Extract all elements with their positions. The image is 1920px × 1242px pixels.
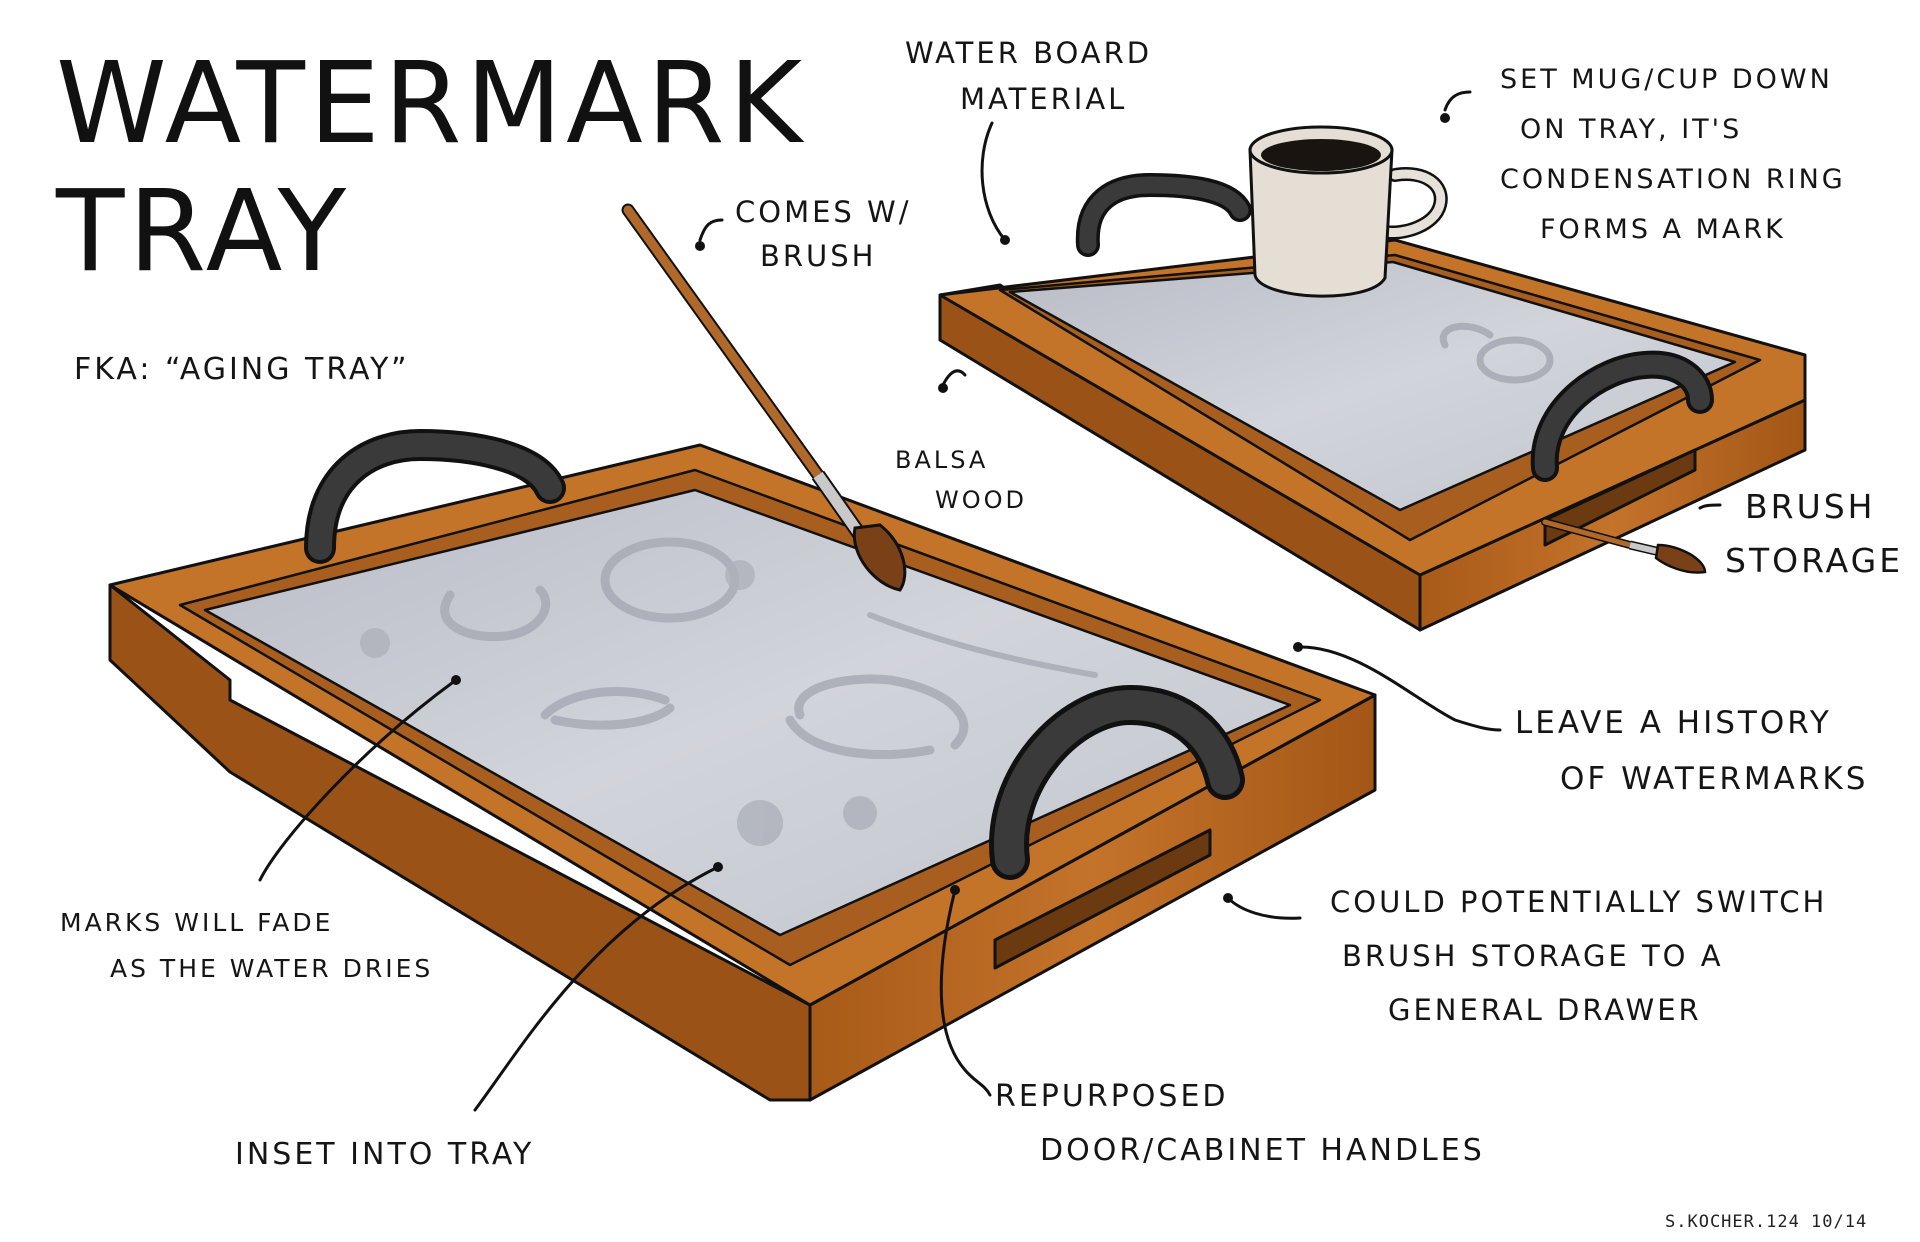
annotation-line: BALSA: [895, 446, 989, 474]
annotation-handles: REPURPOSED DOOR/CABINET HANDLES: [995, 1070, 1485, 1178]
annotation-comes-brush: COMES W/ BRUSH: [735, 190, 912, 278]
subtitle: FKA: “AGING TRAY”: [74, 352, 410, 387]
artist-signature: S.KOCHER.124 10/14: [1665, 1212, 1868, 1232]
title-line-1: WATERMARK: [56, 39, 807, 169]
annotation-line: GENERAL DRAWER: [1388, 993, 1702, 1027]
small-tray-drawer-slot: [1543, 448, 1697, 547]
page-title: WATERMARK TRAY: [56, 40, 806, 296]
annotation-line: BRUSH STORAGE TO A: [1342, 939, 1724, 973]
annotation-line: FORMS A MARK: [1540, 214, 1786, 245]
title-line-2: TRAY: [56, 167, 351, 297]
annotation-line: BRUSH: [760, 239, 877, 273]
annotation-balsa: BALSA WOOD: [895, 440, 1027, 520]
annotation-line: SET MUG/CUP DOWN: [1500, 64, 1833, 95]
large-tray-drawer-slot: [993, 828, 1212, 970]
small-tray-watermarks: [1439, 322, 1554, 384]
annotation-history: LEAVE A HISTORY OF WATERMARKS: [1515, 695, 1868, 807]
annotation-line: WATER BOARD: [905, 36, 1153, 70]
annotation-line: COMES W/: [735, 195, 912, 229]
annotation-line: STORAGE: [1725, 541, 1904, 580]
annotation-line: BRUSH: [1745, 487, 1876, 526]
annotation-line: REPURPOSED: [995, 1079, 1229, 1114]
leader-lines: [258, 90, 1722, 1112]
annotation-water-board: WATER BOARD MATERIAL: [905, 30, 1152, 122]
annotation-fade: MARKS WILL FADE AS THE WATER DRIES: [60, 900, 433, 992]
annotation-line: WOOD: [935, 486, 1027, 514]
small-tray: [938, 172, 1807, 632]
annotation-line: LEAVE A HISTORY: [1515, 705, 1832, 741]
annotation-line: CONDENSATION RING: [1500, 164, 1846, 195]
annotation-inset: INSET INTO TRAY: [235, 1130, 534, 1180]
annotation-line: MATERIAL: [960, 82, 1128, 116]
paint-brush-icon: [621, 203, 907, 592]
large-tray-watermarks: [440, 537, 1098, 760]
annotation-line: OF WATERMARKS: [1560, 761, 1869, 797]
annotation-line: DOOR/CABINET HANDLES: [1040, 1133, 1485, 1168]
annotation-brush-storage: BRUSH STORAGE: [1725, 480, 1903, 588]
annotation-line: COULD POTENTIALLY SWITCH: [1330, 885, 1828, 919]
annotation-line: AS THE WATER DRIES: [110, 954, 434, 983]
annotation-line: MARKS WILL FADE: [60, 908, 334, 937]
annotation-line: INSET INTO TRAY: [235, 1137, 535, 1172]
leader-dots: [451, 113, 1450, 903]
annotation-line: ON TRAY, IT'S: [1520, 114, 1743, 145]
large-tray: [108, 428, 1377, 1102]
annotation-switch: COULD POTENTIALLY SWITCH BRUSH STORAGE T…: [1330, 875, 1827, 1037]
coffee-mug-icon: [1248, 125, 1448, 298]
annotation-mug: SET MUG/CUP DOWN ON TRAY, IT'S CONDENSAT…: [1500, 55, 1846, 255]
